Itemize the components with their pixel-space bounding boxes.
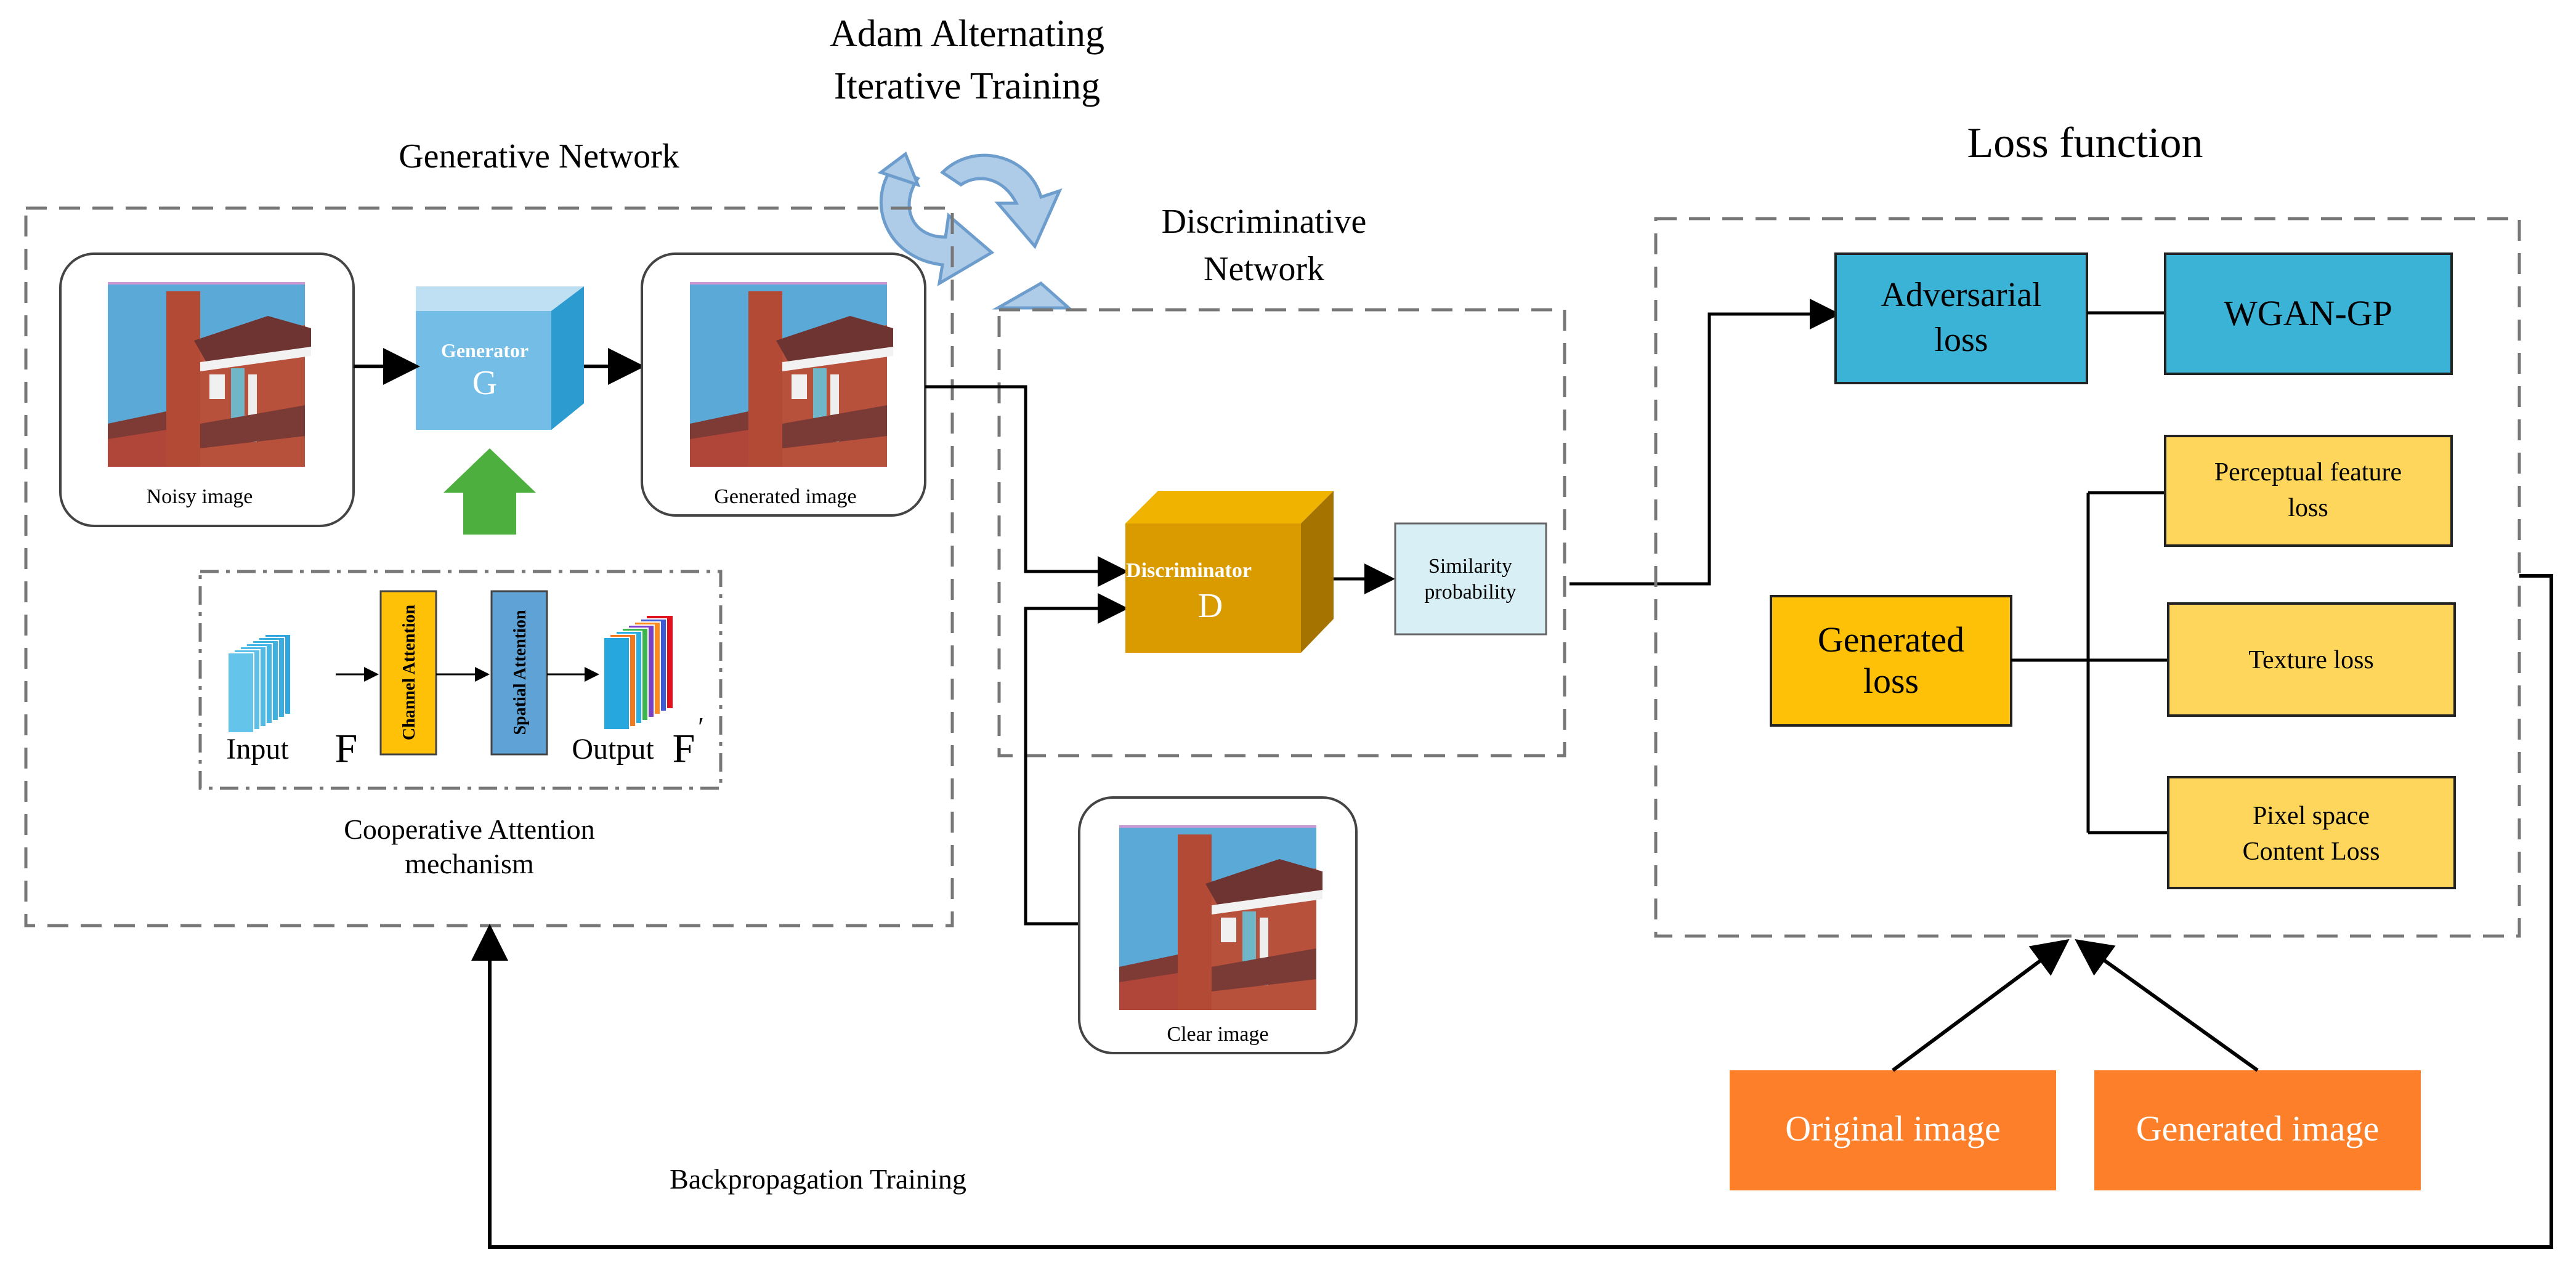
generated-image-input-box: [2094, 1070, 2421, 1190]
texture-loss-box: [2167, 602, 2456, 717]
cycle-arrows-icon: [877, 151, 1073, 310]
wgan-gp-box: [2164, 252, 2453, 375]
generated-loss-box: [1770, 595, 2012, 727]
noisy-image-caption: Noisy image: [147, 485, 253, 508]
pixel-line-2: Content Loss: [2243, 838, 2380, 866]
adversarial-loss-box: [1834, 252, 2088, 384]
backpropagation-arrow: [471, 574, 2553, 1249]
generator-name: Generator: [441, 339, 529, 361]
adversarial-line-1: Adversarial: [1881, 276, 2041, 314]
generated-loss-line-1: Generated: [1818, 620, 1964, 660]
perceptual-line-2: loss: [2288, 494, 2328, 522]
input-symbol: F: [335, 726, 358, 771]
loss-function-label: Loss function: [1967, 119, 2203, 167]
output-symbol: F: [673, 726, 695, 771]
attention-caption-line-1: Cooperative Attention: [344, 814, 595, 845]
cooperative-attention-box: [198, 570, 723, 790]
input-label: Input: [226, 733, 289, 765]
adversarial-line-2: loss: [1934, 321, 1988, 359]
discriminative-label-line-2: Network: [1204, 250, 1324, 288]
green-up-arrow-icon: [444, 448, 536, 535]
loss-function-box: [1654, 217, 2521, 938]
discriminator-symbol: D: [1198, 587, 1223, 625]
generated-loss-line-2: loss: [1863, 661, 1919, 701]
perceptual-loss-box: [2164, 435, 2453, 547]
generated-image-input-label: Generated image: [2136, 1108, 2380, 1149]
attention-caption-line-2: mechanism: [405, 848, 534, 879]
generative-network-label: Generative Network: [399, 137, 679, 176]
pixel-line-1: Pixel space: [2253, 802, 2370, 830]
discriminative-label-line-1: Discriminative: [1162, 203, 1367, 241]
generator-cube: Generator G: [416, 286, 584, 430]
similarity-line-2: probability: [1424, 581, 1516, 604]
backpropagation-label: Backpropagation Training: [670, 1163, 966, 1195]
noisy-image-panel: Noisy image: [59, 252, 355, 527]
wgan-gp-label: WGAN-GP: [2224, 293, 2392, 333]
spatial-attention-label: Spatial Attention: [511, 610, 530, 735]
pixel-loss-box: [2167, 776, 2456, 889]
original-image-box: [1730, 1070, 2056, 1190]
spatial-attention-block: [490, 590, 548, 756]
channel-attention-label: Channel Attention: [400, 605, 419, 741]
similarity-probability-box: [1394, 522, 1547, 636]
output-prime: ′: [698, 712, 704, 742]
arrow-generated-to-discriminator: [925, 385, 1128, 587]
clear-image-caption: Clear image: [1167, 1023, 1268, 1046]
arrow-clear-to-discriminator: [1024, 593, 1128, 926]
title-line-2: Iterative Training: [834, 65, 1100, 107]
discriminator-name: Discriminator: [1126, 559, 1252, 582]
discriminator-cube: Discriminator D: [1125, 491, 1334, 653]
original-image-label: Original image: [1785, 1108, 2001, 1149]
arrow-similarity-to-adversarial: [1569, 299, 1841, 586]
title-line-1: Adam Alternating: [830, 13, 1104, 55]
output-label: Output: [572, 733, 654, 765]
similarity-line-1: Similarity: [1428, 555, 1512, 578]
generated-image-caption: Generated image: [714, 485, 856, 508]
generated-image-panel: Generated image: [641, 252, 926, 517]
generator-symbol: G: [472, 364, 497, 402]
texture-loss-label: Texture loss: [2248, 646, 2374, 674]
channel-attention-block: [379, 590, 437, 756]
output-feature-stack-icon: [603, 616, 673, 730]
input-feature-stack-icon: [227, 634, 291, 733]
arrow-generated-to-loss: [2075, 939, 2259, 1072]
perceptual-line-1: Perceptual feature: [2214, 458, 2402, 487]
discriminative-network-box: [997, 308, 1566, 757]
arrow-original-to-loss: [1892, 939, 2070, 1072]
clear-image-panel: Clear image: [1078, 796, 1358, 1054]
